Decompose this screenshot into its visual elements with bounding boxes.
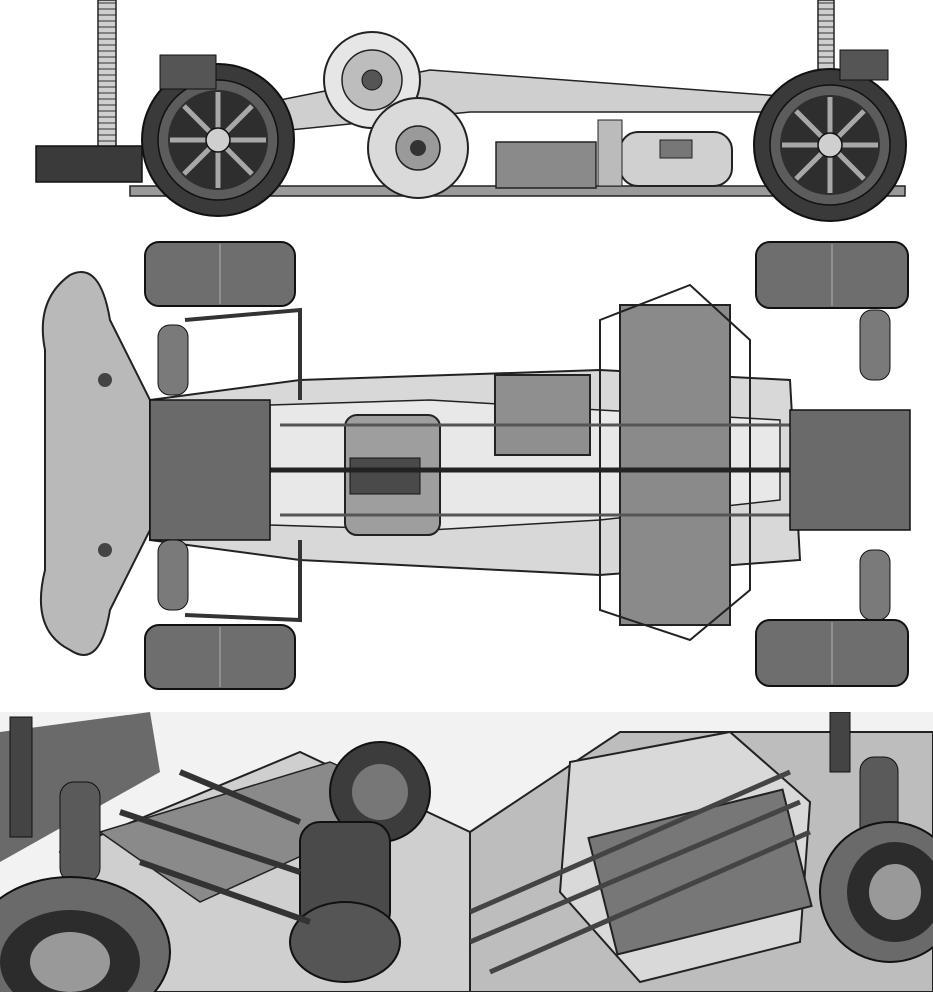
receiver-mount — [597, 119, 623, 187]
rear-shock-tower-side — [839, 49, 889, 81]
battery-perspective — [587, 788, 813, 956]
side-view-drawing — [35, 0, 907, 222]
top-view-drawing — [39, 241, 911, 690]
front-arm-lower — [184, 540, 302, 623]
esc-top — [494, 374, 591, 456]
front-bulkhead — [149, 399, 271, 541]
front-shock-perspective — [59, 781, 101, 883]
rear-shock-right — [859, 549, 891, 621]
rear-shock-left — [859, 309, 891, 381]
front-shock-left — [157, 324, 189, 396]
measuring-stand-base — [35, 145, 143, 183]
perspective-rear-drawing — [470, 712, 933, 992]
measuring-stand-left — [97, 0, 117, 151]
perspective-front-drawing — [0, 712, 470, 992]
measuring-stand-right — [817, 0, 835, 71]
top-view-panel — [0, 230, 933, 705]
esc-box — [495, 141, 597, 189]
battery-strap — [599, 283, 751, 642]
front-arm-upper — [184, 307, 302, 400]
front-shock-right — [157, 539, 189, 611]
front-bumper — [39, 271, 151, 656]
front-shock-tower-side — [159, 54, 217, 90]
rear-bulkhead — [789, 409, 911, 531]
perspective-view-rear — [470, 712, 933, 992]
front-wheel-side — [141, 63, 295, 217]
rear-wheel-side — [753, 68, 907, 222]
perspective-view-front — [0, 712, 470, 992]
side-view-panel — [0, 0, 933, 230]
battery-pack-top — [619, 304, 731, 626]
